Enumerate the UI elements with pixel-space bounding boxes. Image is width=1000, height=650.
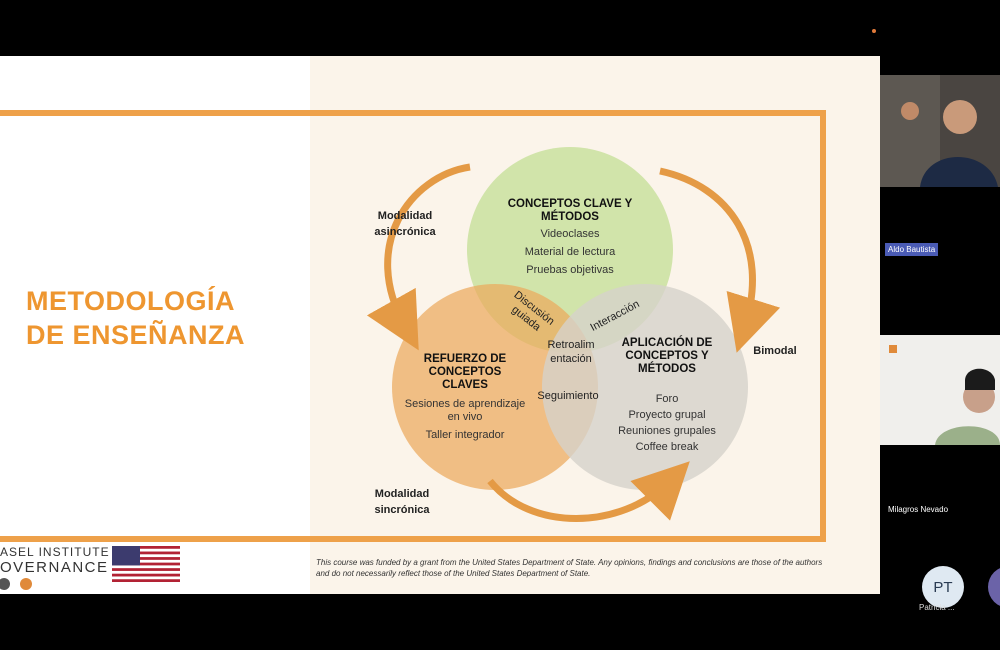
circle-left-title: REFUERZO DE CONCEPTOS CLAVES xyxy=(423,353,507,391)
video-tile-aldo[interactable] xyxy=(880,75,1000,187)
slide-frame-top xyxy=(0,110,826,116)
circle-left-items: Sesiones de aprendizaje en vivo Taller i… xyxy=(404,398,526,441)
logo-text-line2: OVERNANCE xyxy=(0,559,109,576)
circle-top-items: Videoclases Material de lectura Pruebas … xyxy=(524,228,616,276)
slide-title: METODOLOGÍA DE ENSEÑANZA xyxy=(26,284,245,352)
slide-frame-right xyxy=(820,110,826,542)
label-modalidad-sincronica: Modalidad sincrónica xyxy=(374,488,430,516)
label-modalidad-asincronica: Modalidad asincrónica xyxy=(374,210,436,238)
funding-disclaimer: This course was funded by a grant from t… xyxy=(316,558,823,578)
arrow-top-right xyxy=(659,167,781,353)
slide-title-line1: METODOLOGÍA xyxy=(26,286,236,316)
participant-video-icon xyxy=(880,335,1000,445)
venn-diagram xyxy=(366,147,781,522)
arrow-top-left xyxy=(366,163,471,351)
arrow-bottom xyxy=(487,461,690,522)
participant-name-patricia: Patricia ... xyxy=(919,603,955,612)
slide-frame-bottom xyxy=(0,536,826,542)
label-bimodal: Bimodal xyxy=(753,345,797,357)
circle-right-title: APLICACIÓN DE CONCEPTOS Y MÉTODOS xyxy=(621,337,713,375)
participant-avatar-next[interactable] xyxy=(988,566,1000,608)
video-tile-milagros[interactable] xyxy=(880,335,1000,445)
venn-circle-right xyxy=(542,284,748,490)
circle-right-items: Foro Proyecto grupal Reuniones grupales … xyxy=(618,393,716,453)
logo-text-line1: ASEL INSTITUTE ON xyxy=(0,545,134,559)
venn-circle-left xyxy=(392,284,598,490)
participant-name-aldo: Aldo Bautista xyxy=(885,243,939,256)
recording-indicator xyxy=(872,29,876,33)
circle-top-title: CONCEPTOS CLAVE Y MÉTODOS xyxy=(507,198,633,223)
participant-name-milagros: Milagros Nevado xyxy=(888,505,949,514)
us-flag-icon xyxy=(112,546,180,582)
participant-video-icon xyxy=(880,75,1000,187)
slide-title-line2: DE ENSEÑANZA xyxy=(26,320,246,350)
logo-dots-icon xyxy=(0,578,32,590)
overlap-label-retroalimentacion: Retroalim entación xyxy=(547,339,595,365)
shared-slide: METODOLOGÍA DE ENSEÑANZA Modalidad asinc… xyxy=(0,56,880,594)
overlap-label-seguimiento: Seguimiento xyxy=(537,390,599,402)
participant-avatar-patricia[interactable]: PT xyxy=(922,566,964,608)
